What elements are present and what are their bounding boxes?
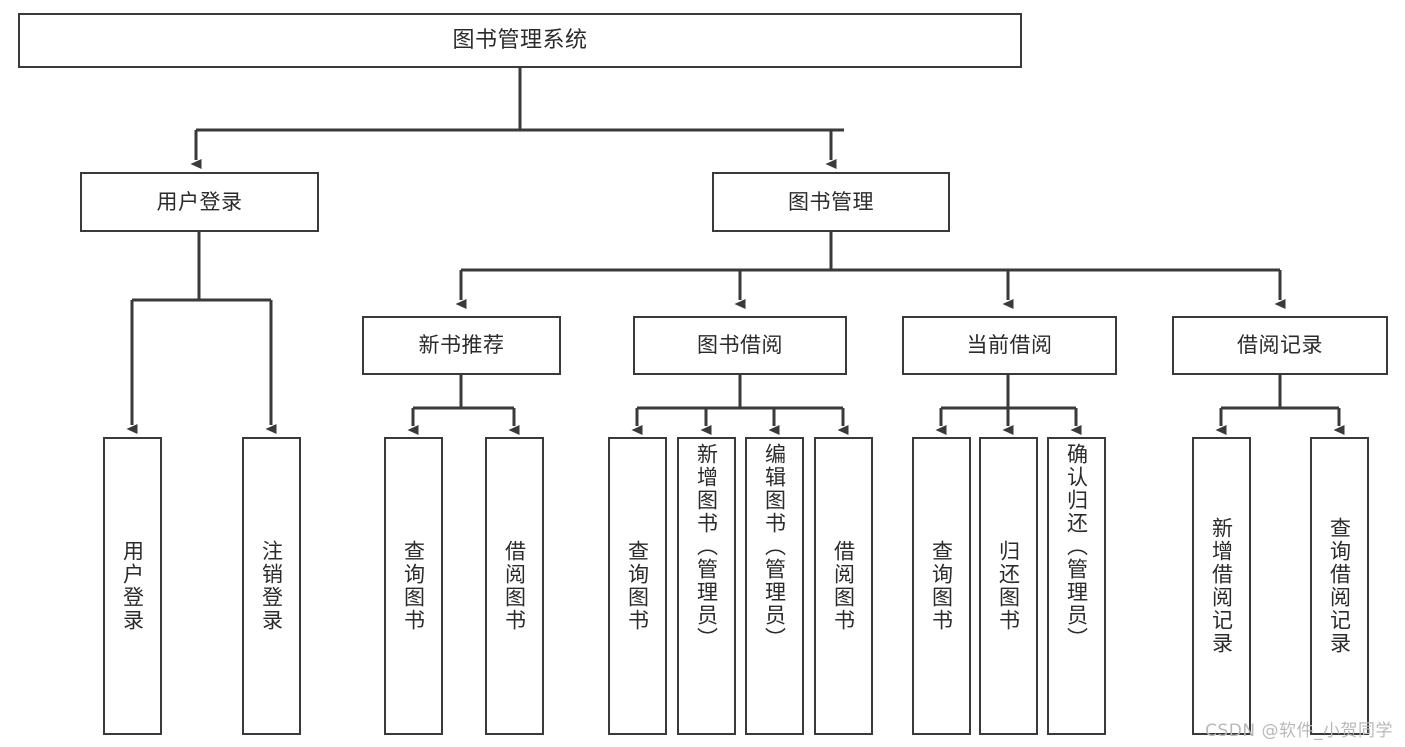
node-label: 图书管理 (788, 189, 874, 214)
node-label: 查询图书 (929, 540, 954, 632)
leaf-query-book-current[interactable]: 查询图书 (912, 437, 971, 735)
node-book-management[interactable]: 图书管理 (712, 172, 950, 232)
leaf-query-borrow-record[interactable]: 查询借阅记录 (1310, 437, 1369, 735)
node-label: 编辑图书（管理员） (762, 443, 787, 650)
node-label: 借阅图书 (502, 540, 527, 632)
node-new-book-recommend[interactable]: 新书推荐 (362, 316, 561, 375)
node-label: 归还图书 (996, 540, 1021, 632)
node-label: 借阅图书 (831, 540, 856, 632)
node-root-book-management-system[interactable]: 图书管理系统 (18, 13, 1022, 68)
leaf-add-book-admin[interactable]: 新增图书（管理员） (677, 437, 736, 735)
node-current-borrow[interactable]: 当前借阅 (902, 316, 1117, 375)
node-label: 用户登录 (156, 189, 243, 214)
node-label: 确认归还（管理员） (1064, 443, 1089, 650)
node-label: 注销登录 (259, 540, 284, 632)
node-user-login[interactable]: 用户登录 (80, 172, 319, 232)
node-label: 查询图书 (401, 540, 426, 632)
node-book-borrow[interactable]: 图书借阅 (633, 316, 847, 375)
node-label: 新书推荐 (418, 333, 505, 358)
watermark: CSDN @软件_小贺同学 (1205, 721, 1393, 741)
leaf-return-book[interactable]: 归还图书 (979, 437, 1038, 735)
node-label: 借阅记录 (1237, 333, 1323, 358)
node-label: 查询借阅记录 (1327, 517, 1352, 655)
node-label: 新增图书（管理员） (694, 443, 719, 650)
leaf-borrow-book-new-recommend[interactable]: 借阅图书 (485, 437, 544, 735)
leaf-borrow-book-borrow[interactable]: 借阅图书 (814, 437, 873, 735)
leaf-query-book-new-recommend[interactable]: 查询图书 (384, 437, 443, 735)
node-label: 查询图书 (625, 540, 650, 632)
node-borrow-record[interactable]: 借阅记录 (1172, 316, 1388, 375)
node-label: 图书借阅 (697, 333, 783, 358)
leaf-edit-book-admin[interactable]: 编辑图书（管理员） (745, 437, 804, 735)
node-label: 用户登录 (120, 540, 145, 632)
leaf-confirm-return-admin[interactable]: 确认归还（管理员） (1047, 437, 1106, 735)
leaf-user-login[interactable]: 用户登录 (103, 437, 162, 735)
node-label: 新增借阅记录 (1209, 517, 1234, 655)
node-label: 图书管理系统 (452, 27, 588, 53)
node-label: 当前借阅 (966, 333, 1053, 358)
leaf-logout-login[interactable]: 注销登录 (242, 437, 301, 735)
leaf-query-book-borrow[interactable]: 查询图书 (608, 437, 667, 735)
leaf-add-borrow-record[interactable]: 新增借阅记录 (1192, 437, 1251, 735)
